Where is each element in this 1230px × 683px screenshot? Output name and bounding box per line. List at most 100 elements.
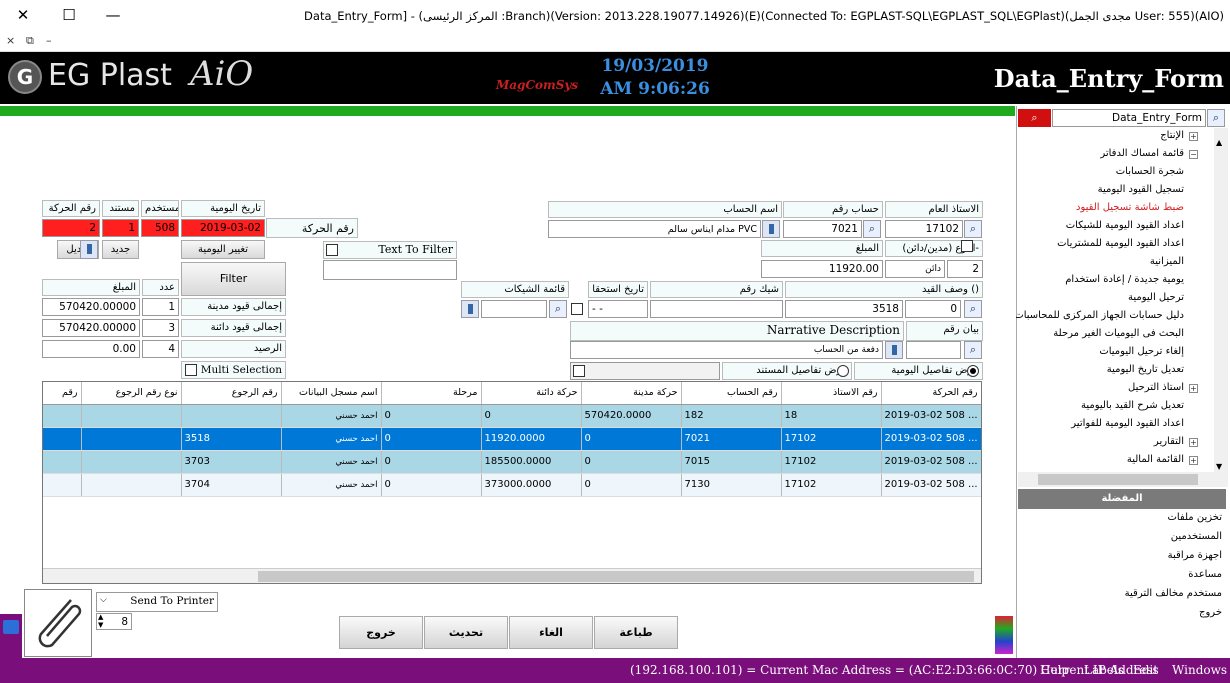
show-doc-details-radio[interactable] <box>837 365 849 377</box>
grid-column-header[interactable]: رقم الحساب <box>681 382 782 405</box>
tree-item[interactable]: التقارير <box>1153 436 1184 447</box>
tree-item[interactable]: تعديل شرح القيد باليومية <box>1080 400 1184 411</box>
checks-list-checkbox[interactable] <box>571 303 583 315</box>
pin-icon[interactable] <box>3 620 19 634</box>
mdi-close-icon[interactable]: × <box>6 34 16 47</box>
send-to-printer-select[interactable]: Send To Printer <box>96 592 218 612</box>
tree-expander-icon[interactable]: − <box>1189 150 1198 159</box>
tree-item[interactable]: اعداد القيود اليومية للشيكات <box>1065 220 1184 231</box>
tree-item[interactable]: اعداد القيود اليومية للمشتريات <box>1057 238 1184 249</box>
menu-tree[interactable]: الإنتاج+قائمة امساك الدفاتر−شجرة الحسابا… <box>1016 128 1214 472</box>
type-code-field[interactable]: 2 <box>947 260 983 278</box>
account-pin-icon[interactable] <box>762 220 780 238</box>
move-no-field[interactable]: 2 <box>42 219 100 237</box>
copies-stepper[interactable]: 8 <box>96 613 132 630</box>
favorite-item[interactable]: المستخدمين <box>1170 531 1222 542</box>
account-search-icon[interactable]: ⌕ <box>863 220 881 238</box>
doc-field[interactable]: 1 <box>102 219 139 237</box>
narrative-pin-icon[interactable] <box>885 341 903 359</box>
multi-selection-checkbox[interactable] <box>185 364 197 376</box>
general-ledger-field[interactable]: 17102 <box>885 220 963 238</box>
change-journal-button[interactable]: تغيير اليومية <box>181 240 265 259</box>
journal-date-field[interactable]: 2019-03-02 <box>181 219 265 237</box>
grid-column-header[interactable]: رقم الاستاذ <box>781 382 882 405</box>
grid-column-header[interactable]: رقم <box>43 382 82 405</box>
tree-item[interactable]: دليل حسابات الجهاز المركزى للمحاسبات <box>1016 310 1184 321</box>
amount-field[interactable]: 11920.00 <box>761 260 883 278</box>
user-field[interactable]: 508 <box>141 219 179 237</box>
mdi-minimize-icon[interactable]: – <box>46 34 52 47</box>
text-filter-checkbox[interactable] <box>326 244 338 256</box>
tree-expander-icon[interactable]: + <box>1189 132 1198 141</box>
menu-windows[interactable]: Windows <box>1172 663 1228 677</box>
edit-pin-icon[interactable] <box>80 240 98 259</box>
checks-list-pin-icon[interactable] <box>461 300 479 318</box>
tree-item[interactable]: الإنتاج <box>1160 130 1184 141</box>
favorite-item[interactable]: خروج <box>1199 607 1222 618</box>
checks-list-search-icon[interactable]: ⌕ <box>549 300 567 318</box>
grid-column-header[interactable]: رقم الحركة <box>881 382 981 405</box>
print-button[interactable]: طباعة <box>594 616 678 649</box>
favorite-item[interactable]: اجهزة مراقبة <box>1167 550 1222 561</box>
tree-expander-icon[interactable]: + <box>1189 384 1198 393</box>
menu-search-input[interactable]: Data_Entry_Form <box>1052 109 1206 127</box>
tree-item[interactable]: قائمة امساك الدفاتر <box>1100 148 1184 159</box>
menu-edit[interactable]: Edit <box>1133 663 1159 677</box>
favorite-item[interactable]: مساعدة <box>1188 569 1222 580</box>
update-button[interactable]: تحديث <box>424 616 508 649</box>
checks-list-field[interactable] <box>481 300 547 318</box>
text-filter-input[interactable] <box>323 260 457 280</box>
mdi-restore-icon[interactable]: ⧉ <box>26 34 34 47</box>
chevron-down-icon[interactable]: ⌵ <box>100 595 107 605</box>
grid-column-header[interactable]: نوع رقم الرجوع <box>81 382 182 405</box>
tree-item[interactable]: إلغاء ترحيل اليوميات <box>1099 346 1184 357</box>
tree-item[interactable]: استاذ الترحيل <box>1128 382 1184 393</box>
search-icon[interactable]: ⌕ <box>1018 109 1051 127</box>
details-scroll-field[interactable] <box>570 362 720 380</box>
check-no-field[interactable]: 3518 <box>785 300 903 318</box>
narrative-field[interactable]: دفعة من الحساب <box>570 341 883 359</box>
tree-item[interactable]: القائمة المالية <box>1126 454 1184 465</box>
grid-column-header[interactable]: حركة دائنة <box>481 382 582 405</box>
menu-help[interactable]: Help <box>1040 663 1070 677</box>
minimize-window-icon[interactable]: — <box>105 6 121 24</box>
show-journal-details-radio[interactable] <box>967 365 979 377</box>
type-checkbox[interactable] <box>961 240 973 252</box>
favorite-item[interactable]: تخزين ملفات <box>1167 512 1222 523</box>
maximize-window-icon[interactable]: ☐ <box>62 6 76 24</box>
tree-item[interactable]: تسجيل القيود اليومية <box>1097 184 1184 195</box>
grid-column-header[interactable]: رقم الرجوع <box>181 382 282 405</box>
books-icon[interactable] <box>995 616 1013 654</box>
tree-item[interactable]: الميزانية <box>1149 256 1184 267</box>
tree-expander-icon[interactable]: + <box>1189 456 1198 465</box>
tree-item[interactable]: البحث فى اليوميات الغير مرحلة <box>1053 328 1184 339</box>
stepper-arrows-icon[interactable]: ▲▼ <box>98 613 104 629</box>
menu-search-button-icon[interactable]: ⌕ <box>1207 109 1225 127</box>
tree-item[interactable]: يومية جديدة / إعادة استخدام <box>1065 274 1184 285</box>
details-checkbox[interactable] <box>573 365 585 377</box>
favorite-item[interactable]: مستخدم مخالف الترقية <box>1124 588 1222 599</box>
tree-item[interactable]: اعداد القيود اليومية للفواتير <box>1071 418 1184 429</box>
grid-horizontal-scrollbar[interactable] <box>43 568 981 583</box>
tree-item[interactable]: ترحيل اليومية <box>1128 292 1184 303</box>
grid-column-header[interactable]: حركة مدينة <box>581 382 682 405</box>
new-button[interactable]: جديد <box>102 240 139 259</box>
account-no-field[interactable]: 7021 <box>783 220 862 238</box>
tree-expander-icon[interactable]: + <box>1189 438 1198 447</box>
ledger-search-icon[interactable]: ⌕ <box>964 220 982 238</box>
tree-item[interactable]: ضبط شاشة تسجيل القيود <box>1076 202 1184 213</box>
filter-button[interactable]: Filter <box>181 262 286 296</box>
menu-labels[interactable]: Labels <box>1084 663 1124 677</box>
statement-no-field[interactable] <box>906 341 961 359</box>
tree-horizontal-scrollbar[interactable] <box>1018 472 1228 487</box>
cancel-button[interactable]: الغاء <box>509 616 593 649</box>
entry-desc-search-icon[interactable]: ⌕ <box>964 300 982 318</box>
due-date-field[interactable]: - - <box>588 300 648 318</box>
entry-desc-field[interactable]: 0 <box>905 300 961 318</box>
grid-column-header[interactable]: اسم مسجل البيانات <box>281 382 382 405</box>
